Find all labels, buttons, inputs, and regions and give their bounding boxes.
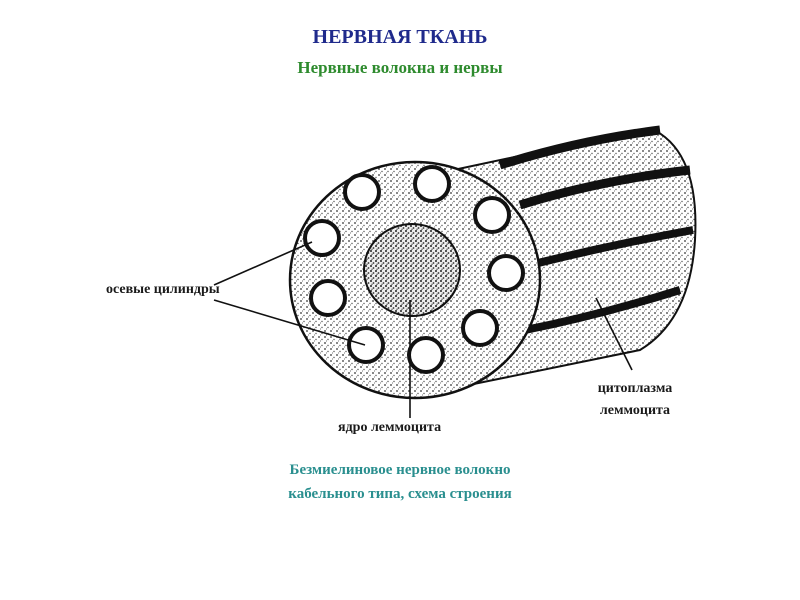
leader-lines	[213, 241, 633, 418]
caption-line2: кабельного типа, схема строения	[288, 486, 512, 502]
axon-circle	[303, 219, 341, 257]
caption-line1: Безмиелиновое нервное волокно	[289, 462, 511, 478]
page-subtitle: Нервные волокна и нервы	[297, 58, 503, 77]
label-axial-cylinders: осевые цилиндры	[106, 282, 220, 297]
page-title: НЕРВНАЯ ТКАНЬ	[312, 26, 488, 48]
figure-caption: Безмиелиновое нервное волокно кабельного…	[0, 458, 800, 506]
axon-circle	[413, 165, 451, 203]
label-cytoplasm-line2: леммоцита	[599, 403, 671, 418]
axon-circle	[343, 173, 381, 211]
axon-circle	[309, 279, 347, 317]
label-lemmocyte-cytoplasm: цитоплазма леммоцита	[560, 378, 710, 422]
label-lemmocyte-nucleus: ядро леммоцита	[338, 420, 442, 435]
axon-circle	[473, 196, 511, 234]
axon-circle	[407, 336, 445, 374]
lemmocyte-nucleus	[363, 223, 461, 317]
axial-cylinders	[303, 165, 525, 374]
axon-circle	[347, 326, 385, 364]
axon-circle	[461, 309, 499, 347]
axon-circle	[487, 254, 525, 292]
label-cytoplasm-line1: цитоплазма	[597, 381, 673, 396]
